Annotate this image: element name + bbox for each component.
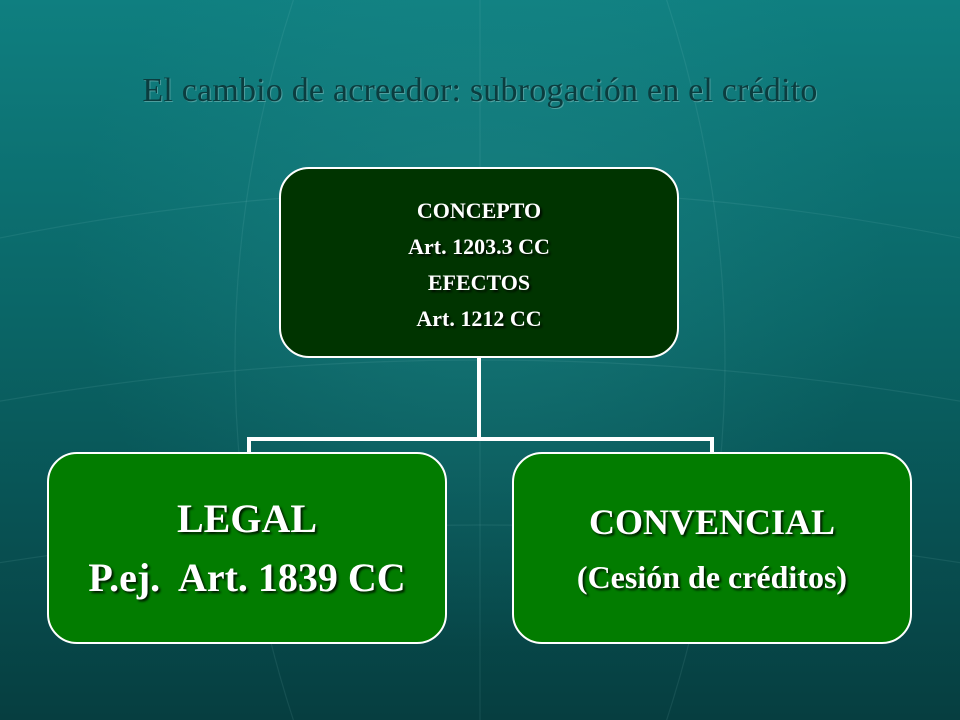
child-node-legal: LEGAL P.ej. Art. 1839 CC [47, 452, 447, 644]
root-line-efectos: EFECTOS [427, 269, 531, 295]
child-node-convencial: CONVENCIAL (Cesión de créditos) [512, 452, 912, 644]
root-line-art-1203: Art. 1203.3 CC [408, 233, 550, 259]
slide-title: El cambio de acreedor: subrogación en el… [142, 72, 818, 109]
convencial-heading: CONVENCIAL [588, 501, 836, 542]
root-line-art-1212: Art. 1212 CC [416, 305, 542, 331]
root-line-concepto: CONCEPTO [416, 197, 542, 223]
convencial-subtitle: (Cesión de créditos) [576, 558, 848, 595]
legal-example: P.ej. Art. 1839 CC [88, 555, 406, 600]
root-node-concepto: CONCEPTO Art. 1203.3 CC EFECTOS Art. 121… [279, 167, 679, 358]
legal-heading: LEGAL [176, 496, 318, 541]
